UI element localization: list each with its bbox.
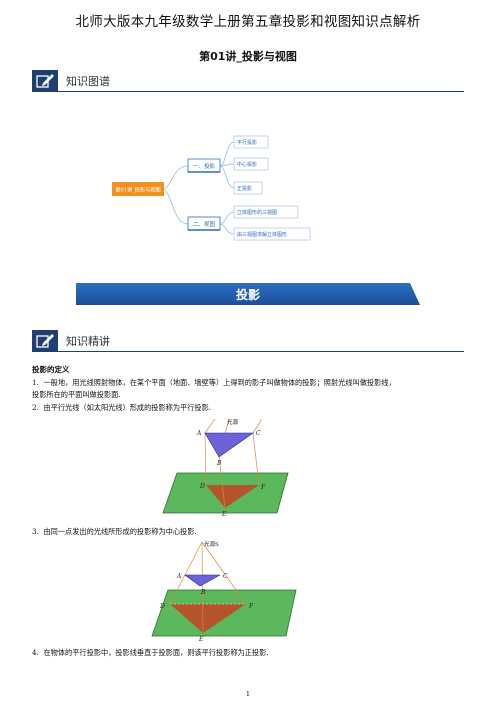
mindmap-leaf-label: 中心投影 [237, 161, 257, 168]
light-source-label: 光源S [204, 540, 219, 548]
section-banner: 投影 [76, 283, 420, 305]
paragraph-item-2: 2. 由平行光线（如太阳光线）形成的投影称为平行投影. [32, 402, 472, 414]
banner-label: 知识精讲 [66, 335, 110, 348]
mindmap-leaf-label: 由三视图求解立体图形 [237, 231, 287, 238]
mindmap: 第01讲_投影与视图 一、投影 二、视图 平行投影 中心投影 正投影 立体图形的… [112, 135, 311, 241]
mindmap-root-node [112, 182, 164, 196]
paragraph-item-3: 3. 由同一点发出的光线所形成的投影称为中心投影. [32, 526, 472, 538]
point-label: E [221, 511, 227, 518]
item-text: 在物体的平行投影中，投影线垂直于投影面，则该平行投影称为正投影. [43, 648, 269, 657]
edit-icon [32, 330, 58, 352]
mindmap-branch-label: 二、视图 [193, 220, 216, 228]
lesson-title: 第01讲_投影与视图 [199, 50, 297, 63]
item-text: 由平行光线（如太阳光线）形成的投影称为平行投影. [43, 403, 212, 412]
paragraph-item-4: 4. 在物体的平行投影中，投影线垂直于投影面，则该平行投影称为正投影. [32, 647, 472, 659]
edit-icon [32, 70, 58, 92]
divider [58, 91, 464, 92]
page-number: 1 [245, 690, 251, 698]
point-label: D [159, 603, 165, 610]
point-label: B [216, 460, 222, 467]
item-number: 3. [32, 527, 39, 536]
item-number: 1. [32, 378, 39, 387]
item-number: 2. [32, 403, 39, 412]
point-label: F [248, 603, 254, 610]
object-triangle [204, 432, 254, 458]
mindmap-leaf-label: 平行投影 [237, 139, 257, 146]
point-label: C [223, 573, 228, 580]
item-number: 4. [32, 648, 39, 657]
document-title: 北师大版本九年级数学上册第五章投影和视图知识点解析 [75, 14, 421, 30]
mindmap-leaf-label: 立体图形的三视图 [237, 209, 277, 216]
shadow-triangle [170, 604, 246, 633]
point-label: A [196, 430, 202, 437]
parallel-projection-figure: 光源 A B C D E F [162, 418, 289, 518]
point-label: F [260, 484, 266, 491]
object-triangle [184, 574, 221, 587]
section-title: 投影 [235, 288, 260, 302]
knowledge-map-banner: 知识图谱 [32, 70, 464, 92]
item-text: 由同一点发出的光线所形成的投影称为中心投影. [43, 527, 197, 536]
item-text: 一般地，用光线照射物体，在某个平面（地面、墙壁等）上得到的影子叫做物体的投影；照… [43, 378, 396, 387]
light-source-label: 光源 [227, 418, 239, 426]
paragraph-item-1: 1. 一般地，用光线照射物体，在某个平面（地面、墙壁等）上得到的影子叫做物体的投… [32, 377, 472, 400]
point-label: A [176, 573, 182, 580]
mindmap-root-label: 第01讲_投影与视图 [115, 186, 161, 194]
mindmap-branch-label: 一、投影 [193, 162, 216, 170]
item-text-continued: 投影所在的平面叫做投影面. [32, 389, 121, 399]
banner-label: 知识图谱 [66, 75, 110, 88]
knowledge-detail-banner: 知识精讲 [32, 330, 464, 352]
point-label: E [198, 636, 204, 643]
point-label: C [256, 430, 261, 437]
shadow-triangle [206, 485, 259, 508]
definition-heading: 投影的定义 [32, 365, 70, 374]
point-label: B [200, 589, 206, 596]
point-label: D [199, 483, 205, 490]
mindmap-leaf-label: 正投影 [237, 185, 252, 192]
divider [58, 351, 464, 352]
central-projection-figure: 光源S A B C D E F [151, 540, 297, 643]
